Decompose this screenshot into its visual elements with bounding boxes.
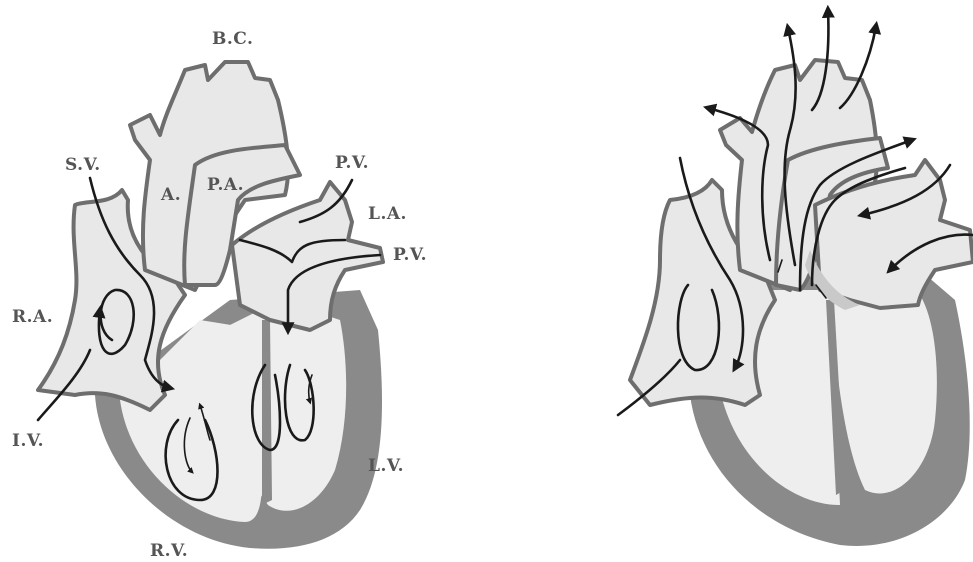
label-ra: R.A.	[12, 307, 53, 327]
label-sv: S.V.	[65, 155, 101, 175]
label-la: L.A.	[368, 204, 407, 224]
label-bc: B.C.	[212, 29, 253, 49]
label-rv: R.V.	[150, 541, 188, 561]
label-pa: P.A.	[207, 175, 244, 195]
label-iv: I.V.	[12, 431, 44, 451]
right-heart-diagram	[618, 10, 973, 546]
label-pv-top: P.V.	[335, 153, 369, 173]
label-a: A.	[160, 185, 181, 205]
left-heart-diagram: B.C. S.V. A. P.A. P.V. L.A. P.V. R.A. I.…	[12, 29, 427, 561]
label-lv: L.V.	[368, 456, 404, 476]
label-pv-right: P.V.	[393, 245, 427, 265]
